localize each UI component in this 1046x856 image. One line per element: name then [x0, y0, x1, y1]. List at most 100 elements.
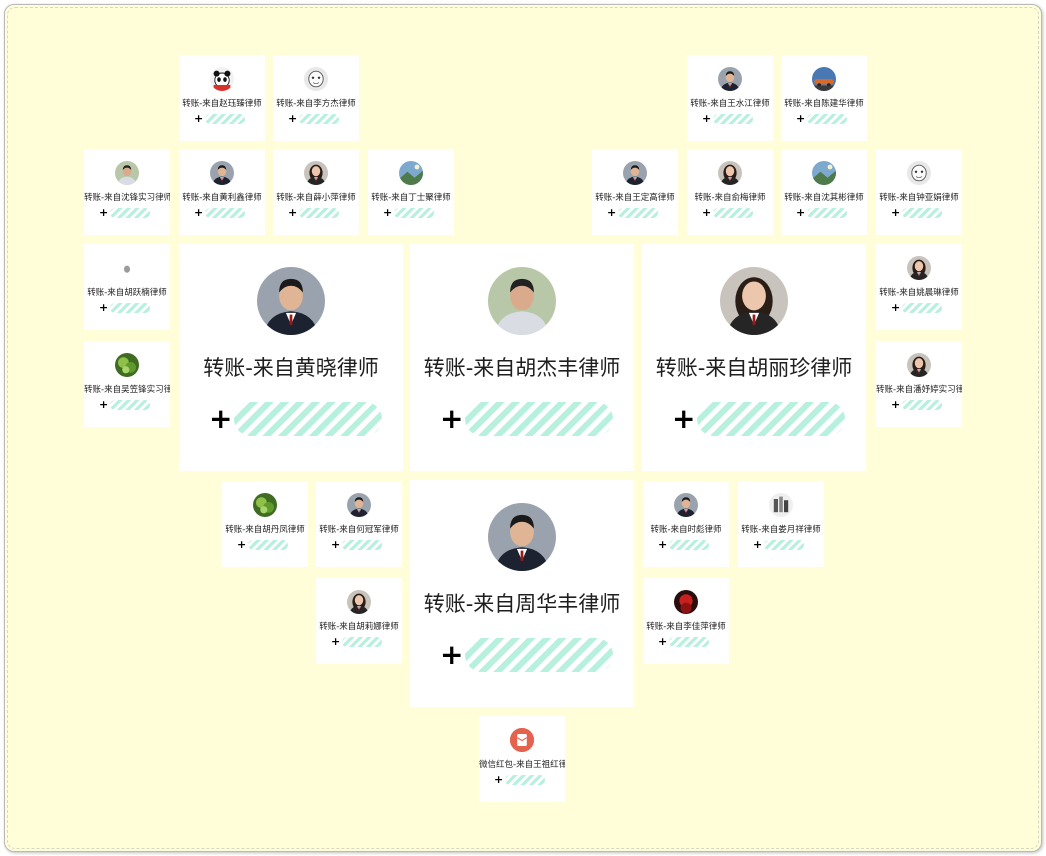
transfer-card-small[interactable]: 转账-来自薛小萍律师 + — [273, 149, 359, 235]
plus-sign: + — [891, 301, 901, 314]
amount-row: + — [194, 112, 246, 125]
transfer-label: 微信红包-来自王祖红律师 — [479, 760, 565, 770]
transfer-card-small[interactable]: 转账-来自王定高律师 + — [592, 149, 678, 235]
transfer-card-small[interactable]: 转账-来自潘妤婷实习律师+ — [876, 341, 962, 427]
transfer-card-small[interactable]: 转账-来自胡跃楠律师 + — [84, 244, 170, 330]
plus-sign: + — [494, 773, 504, 786]
transfer-card-small[interactable]: 转账-来自吴笠锋实习律师+ — [84, 341, 170, 427]
plus-sign: + — [209, 402, 233, 435]
transfer-card-small[interactable]: 转账-来自李方杰律师 + — [273, 55, 359, 141]
avatar — [347, 493, 371, 517]
transfer-label: 转账-来自王定高律师 — [595, 193, 675, 203]
transfer-card-large[interactable]: 转账-来自胡丽珍律师+ — [642, 244, 866, 471]
transfer-label: 转账-来自钟亚娟律师 — [879, 193, 959, 203]
avatar — [720, 267, 788, 335]
amount-row: + — [288, 113, 340, 124]
transfer-label: 转账-来自薛小萍律师 — [276, 193, 356, 203]
amount-row: + — [237, 538, 289, 551]
amount-row: + — [702, 206, 754, 219]
plus-sign: + — [194, 112, 204, 125]
transfer-card-large[interactable]: 转账-来自胡杰丰律师+ — [410, 244, 634, 471]
transfer-card-small[interactable]: 转账-来自俞梅律师 + — [687, 149, 773, 235]
transfer-card-small[interactable]: 转账-来自丁士聚律师+ — [368, 149, 454, 235]
plus-sign: + — [194, 206, 204, 219]
amount-row: + — [209, 402, 383, 436]
plus-sign: + — [99, 206, 109, 219]
transfer-label: 转账-来自李方杰律师 — [276, 99, 356, 109]
amount-row: + — [331, 636, 383, 647]
hidden-amount-bar — [299, 208, 340, 218]
plus-sign: + — [99, 301, 109, 314]
transfer-card-small[interactable]: 转账-来自沈锋实习律师 + — [84, 149, 170, 235]
avatar — [488, 267, 556, 335]
hidden-amount-bar — [205, 114, 246, 124]
transfer-card-small[interactable]: 转账-来自王水江律师+ — [687, 55, 773, 141]
transfer-card-small[interactable]: 转账-来自姚晨琳律师+ — [876, 244, 962, 330]
plus-sign: + — [237, 538, 247, 551]
amount-row: + — [99, 206, 151, 219]
transfer-card-large[interactable]: 转账-来自周华丰律师+ — [410, 480, 634, 707]
transfer-card-small[interactable]: 转账-来自胡丹凤律师+ — [222, 481, 308, 567]
amount-row: + — [288, 207, 340, 218]
avatar — [623, 161, 647, 185]
transfer-card-small[interactable]: 转账-来自时彪律师+ — [643, 481, 729, 567]
red-packet-card[interactable]: 微信红包-来自王祖红律师 + — [479, 716, 565, 802]
avatar — [674, 493, 698, 517]
hidden-amount-bar — [902, 400, 943, 410]
avatar — [257, 267, 325, 335]
hidden-amount-bar — [465, 638, 614, 672]
amount-row: + — [796, 113, 848, 124]
avatar — [769, 493, 793, 517]
hidden-amount-bar — [465, 402, 614, 436]
transfer-card-small[interactable]: 转账-来自赵珏臻律师 + — [179, 55, 265, 141]
red-packet-icon — [510, 728, 534, 752]
amount-row: + — [658, 539, 710, 550]
transfer-label: 转账-来自娄月祥律师 — [741, 525, 821, 535]
transfer-card-small[interactable]: 转账-来自胡莉娜律师+ — [316, 578, 402, 664]
transfer-label: 转账-来自李佳萍律师 — [646, 622, 726, 632]
transfer-label: 转账-来自沈其彬律师 — [784, 193, 864, 203]
avatar — [907, 353, 931, 377]
amount-row: + — [494, 773, 546, 786]
avatar — [674, 590, 698, 614]
transfer-card-small[interactable]: 转账-来自娄月祥律师 + — [738, 481, 824, 567]
hidden-amount-bar — [902, 208, 943, 218]
avatar — [304, 161, 328, 185]
transfer-label: 转账-来自胡跃楠律师 — [87, 288, 167, 298]
transfer-card-large[interactable]: 转账-来自黄晓律师 + — [179, 244, 403, 471]
transfer-label: 转账-来自沈锋实习律师 — [84, 193, 170, 203]
avatar — [812, 161, 836, 185]
transfer-label: 转账-来自何冠军律师 — [319, 525, 399, 535]
transfer-label: 转账-来自丁士聚律师 — [371, 193, 451, 203]
amount-row: + — [607, 207, 659, 218]
plus-sign: + — [891, 206, 901, 219]
amount-row: + — [891, 398, 943, 411]
hidden-amount-bar — [902, 303, 943, 313]
transfer-card-small[interactable]: 转账-来自李佳萍律师 + — [643, 578, 729, 664]
hidden-amount-bar — [807, 114, 848, 124]
plus-sign: + — [658, 635, 668, 648]
avatar — [488, 503, 556, 571]
transfer-label: 转账-来自赵珏臻律师 — [182, 99, 262, 109]
transfer-card-small[interactable]: 转账-来自陈建华律师 + — [781, 55, 867, 141]
transfer-label: 转账-来自俞梅律师 — [694, 193, 766, 203]
plus-sign: + — [99, 398, 109, 411]
plus-sign: + — [891, 398, 901, 411]
transfer-label: 转账-来自陈建华律师 — [784, 99, 864, 109]
avatar — [718, 161, 742, 185]
transfer-label: 转账-来自胡杰丰律师 — [423, 356, 621, 380]
transfer-card-small[interactable]: 转账-来自何冠军律师+ — [316, 481, 402, 567]
avatar — [115, 353, 139, 377]
plus-sign: + — [753, 538, 763, 551]
avatar — [253, 493, 277, 517]
transfer-card-small[interactable]: 转账-来自沈其彬律师+ — [781, 149, 867, 235]
transfer-label: 转账-来自黄晓律师 — [203, 356, 379, 380]
hidden-amount-bar — [764, 540, 805, 550]
transfer-card-small[interactable]: 转账-来自黄利鑫律师 + — [179, 149, 265, 235]
avatar — [907, 256, 931, 280]
transfer-label: 转账-来自黄利鑫律师 — [182, 193, 262, 203]
transfer-card-small[interactable]: 转账-来自钟亚娟律师 + — [876, 149, 962, 235]
transfer-label: 转账-来自胡丽珍律师 — [655, 356, 853, 380]
plus-sign: + — [702, 206, 712, 219]
hidden-amount-bar — [248, 540, 289, 550]
